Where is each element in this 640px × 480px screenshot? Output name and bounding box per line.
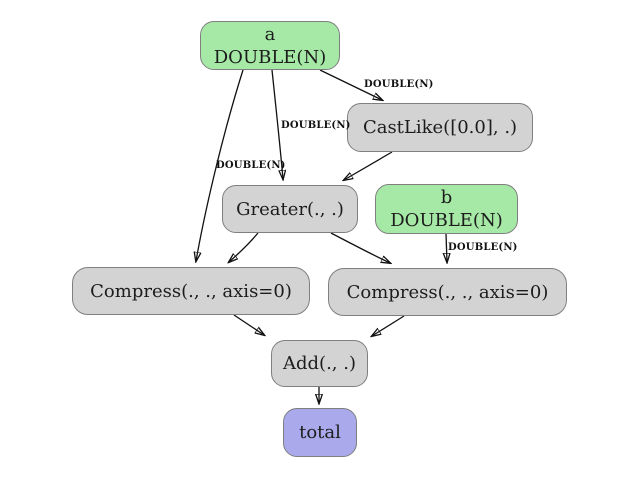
edge-a-to-compress-left [196, 69, 244, 261]
edge-compress-right-to-add [372, 315, 405, 336]
edge-castlike-to-greater [344, 151, 393, 180]
node-greater: Greater(., .) [222, 185, 358, 233]
edge-compress-left-to-add [233, 314, 264, 335]
edge-b-to-compress-right [446, 233, 447, 262]
edge-label-a-greater: DOUBLE(N) [281, 120, 351, 131]
node-compress-right-label: Compress(., ., axis=0) [346, 281, 549, 303]
node-castlike: CastLike([0.0], .) [347, 103, 533, 152]
node-a-name: a [264, 23, 276, 45]
edge-a-to-castlike [319, 69, 382, 100]
edge-greater-to-compress-right [330, 232, 390, 263]
edge-a-to-greater [271, 69, 283, 179]
edge-greater-to-compress-left [229, 232, 259, 262]
node-add-label: Add(., .) [283, 353, 356, 374]
node-b-type: DOUBLE(N) [390, 210, 503, 231]
node-compress-left: Compress(., ., axis=0) [72, 267, 310, 315]
node-greater-label: Greater(., .) [236, 198, 344, 220]
node-add: Add(., .) [271, 340, 368, 387]
node-b-name: b [440, 187, 453, 208]
node-input-b: b DOUBLE(N) [375, 184, 518, 234]
node-compress-right: Compress(., ., axis=0) [328, 268, 567, 316]
node-castlike-label: CastLike([0.0], .) [362, 117, 518, 138]
node-total-label: total [299, 422, 341, 443]
edge-label-b-compress-right: DOUBLE(N) [448, 242, 518, 253]
edge-label-a-castlike: DOUBLE(N) [364, 79, 434, 90]
node-compress-left-label: Compress(., ., axis=0) [90, 280, 292, 302]
edge-label-a-compress-left: DOUBLE(N) [216, 160, 286, 171]
node-a-type: DOUBLE(N) [213, 46, 327, 68]
node-output-total: total [283, 408, 357, 457]
node-input-a: a DOUBLE(N) [200, 21, 340, 70]
